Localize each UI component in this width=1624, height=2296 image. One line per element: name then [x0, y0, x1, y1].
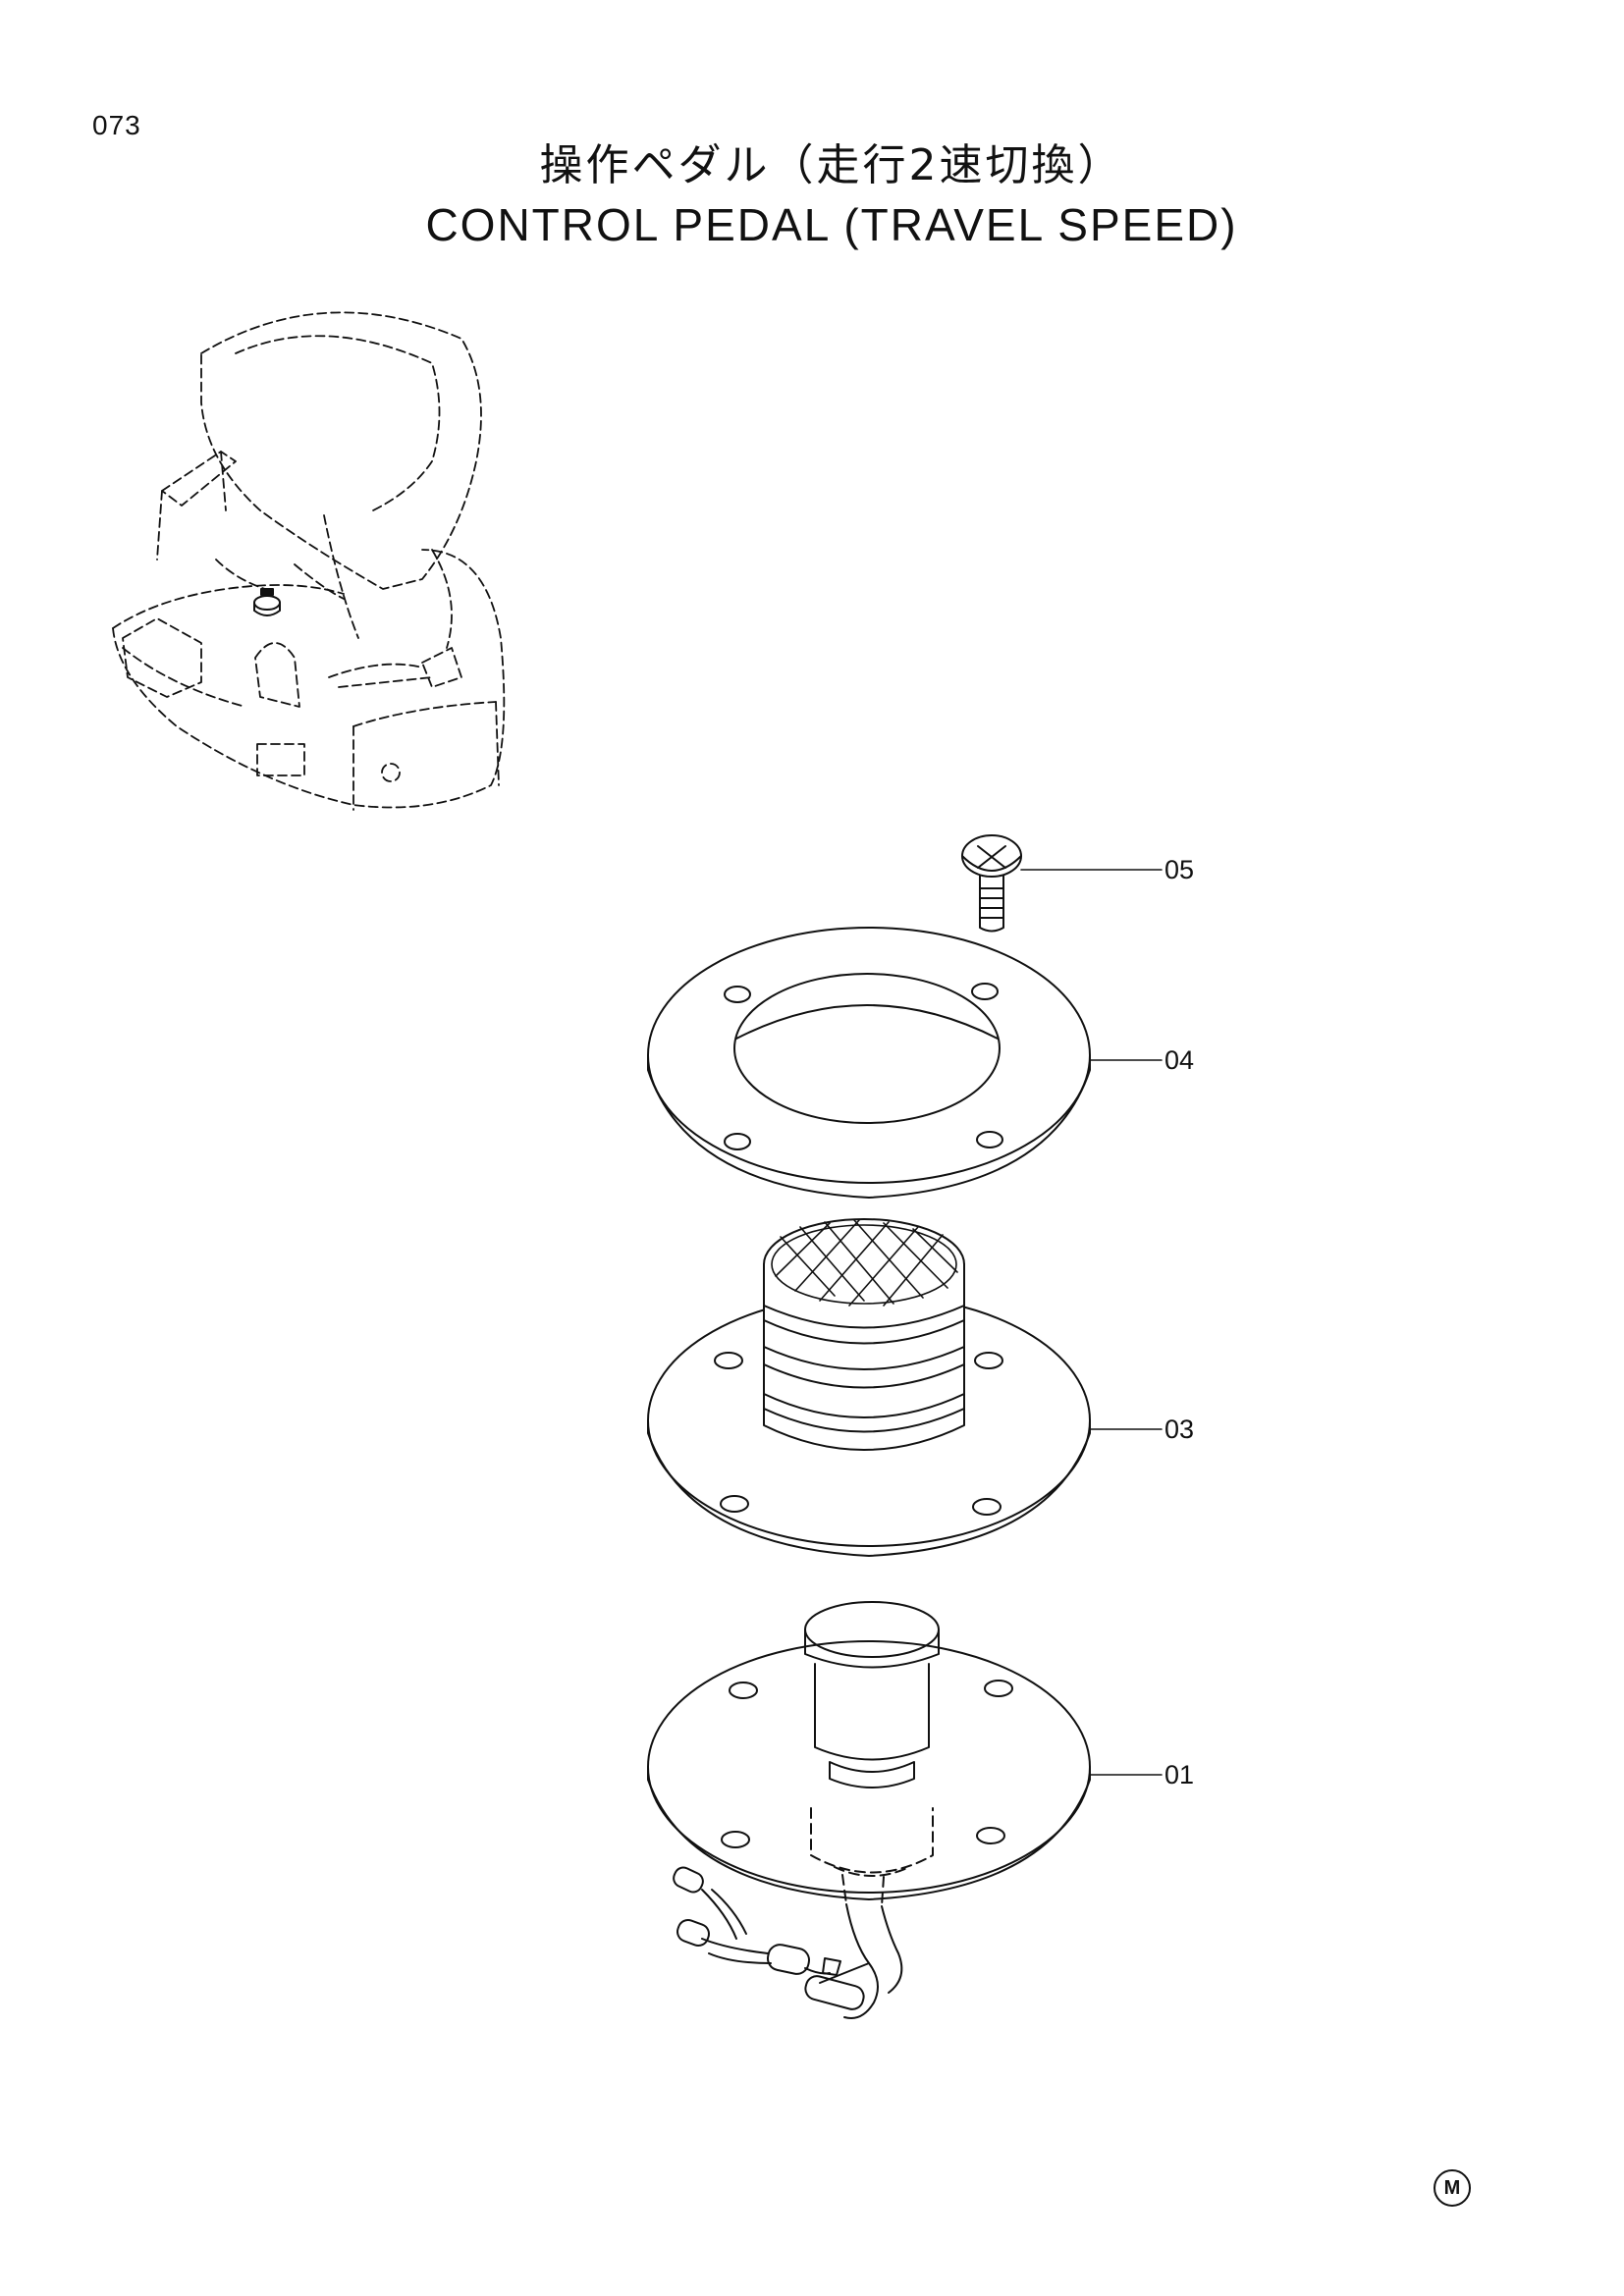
circled-m-mark: M	[1434, 2169, 1471, 2207]
title-block: 操作ペダル（走行2速切換） CONTROL PEDAL (TRAVEL SPEE…	[0, 130, 1624, 251]
callout-label-05: 05	[1164, 855, 1194, 884]
part-03-pedal-pad	[647, 1218, 1091, 1557]
callout-label-04: 04	[1164, 1045, 1194, 1075]
title-japanese: 操作ペダル（走行2速切換）	[539, 140, 1124, 190]
title-english: CONTROL PEDAL (TRAVEL SPEED)	[425, 199, 1238, 250]
pedal-location-marker	[253, 588, 281, 616]
page-number: 073	[92, 110, 141, 140]
machine-overview-illustration	[112, 311, 506, 811]
part-05-screw	[961, 834, 1022, 933]
callout-leaders	[1020, 869, 1163, 1776]
callout-label-03: 03	[1164, 1415, 1194, 1444]
pad-tread-pattern	[771, 1219, 958, 1307]
part-04-ring-plate	[647, 927, 1091, 1199]
part-01-pedal-switch	[647, 1601, 1091, 2019]
switch-wire-harness	[673, 1866, 903, 2019]
callout-label-01: 01	[1164, 1760, 1194, 1789]
hidden-switch-body	[810, 1807, 934, 1907]
